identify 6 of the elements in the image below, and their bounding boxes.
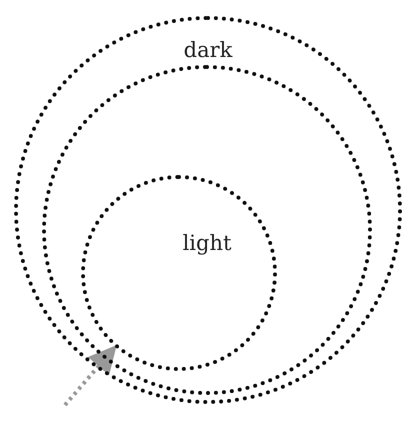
dotted-circle [14, 16, 402, 404]
arrow [63, 345, 117, 406]
dotted-circle [81, 175, 277, 371]
dotted-circle [42, 65, 372, 395]
circle-label: light [182, 233, 232, 254]
circle-label: dark [184, 40, 232, 61]
